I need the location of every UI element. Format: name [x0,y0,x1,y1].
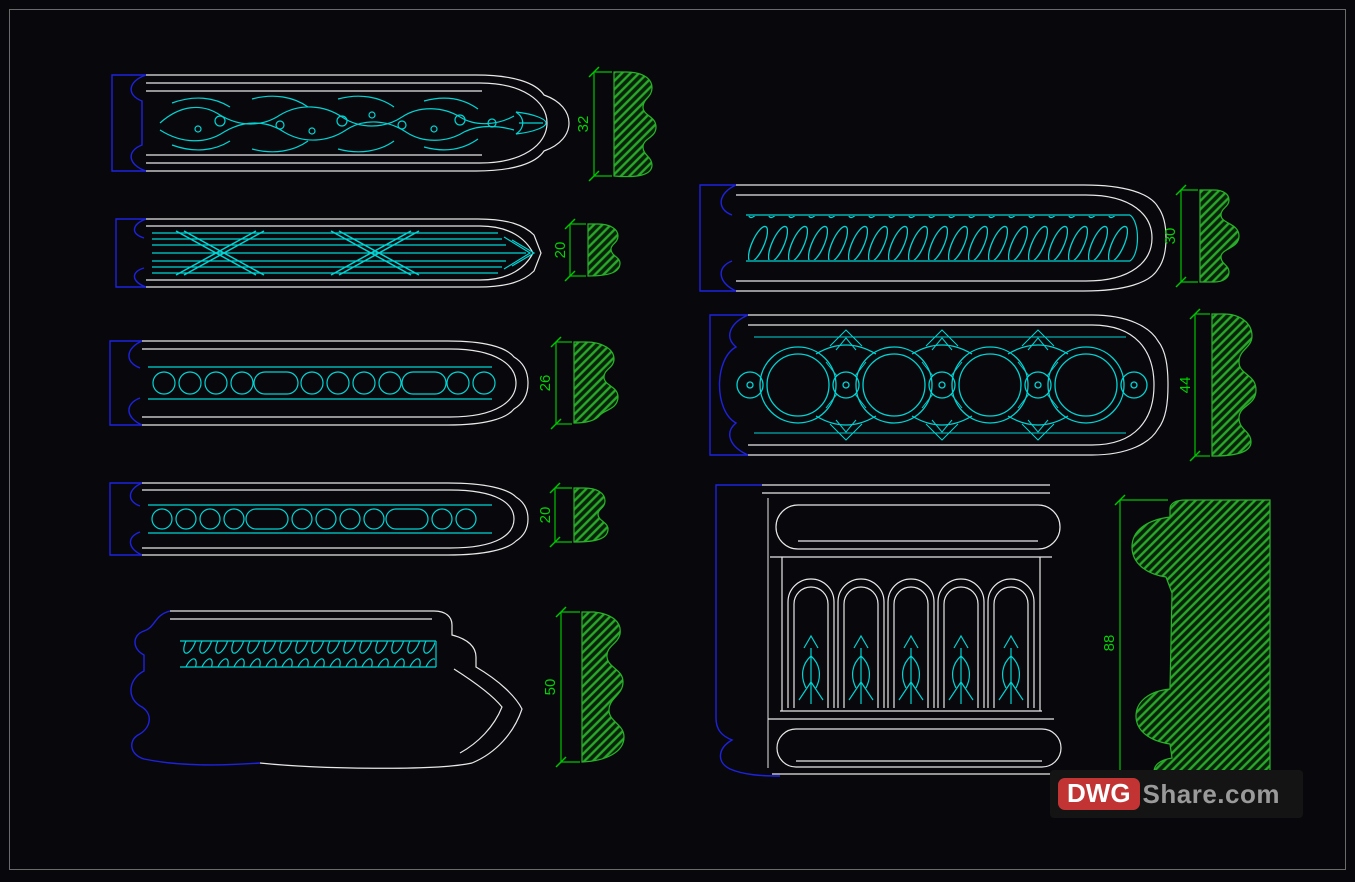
molding-elevation-rope-band [688,178,1167,298]
cross-section-20a: 20 [552,216,634,290]
molding-elevation-guilloche [698,306,1169,464]
dimension-label: 26 [537,375,554,392]
molding-outline [142,482,529,556]
dimension-label: 20 [552,242,569,259]
molding-elevation-cross-ribbon [106,214,542,292]
molding-elevation-bead-chain-narrow [100,478,529,560]
molding-outline [748,314,1169,456]
cross-section-26: 26 [537,334,634,434]
cross-section-shape [573,487,609,543]
molding-elevation-rope-crown [118,604,542,778]
dimension-line [588,66,612,182]
molding-elevation-bead-chain [100,336,529,430]
molding-outline [762,484,1062,775]
cross-section-30: 30 [1162,182,1268,298]
bead-ornament [148,366,496,400]
dimension-label: 44 [1177,377,1194,394]
cross-section-88: 88 [1100,490,1276,802]
molding-elevation-leaf-scroll [100,68,570,180]
dimension-line [555,606,580,768]
cross-section-32: 32 [575,62,670,186]
dimension-label: 30 [1162,228,1179,245]
end-cap [109,340,143,426]
bead-ornament [148,504,492,534]
cross-section-shape [1131,499,1271,787]
cross-section-44: 44 [1177,304,1274,466]
cross-section-shape [587,223,621,277]
guilloche-ornament [736,329,1148,441]
dimension-label: 20 [537,507,554,524]
cross-section-20b: 20 [537,480,624,558]
end-cap [715,484,781,777]
end-cap [109,482,143,556]
end-cap [111,74,147,172]
molding-outline [736,184,1167,292]
dimension-line [1189,308,1210,462]
ribbon-ornament [152,230,536,276]
rope-ornament [746,214,1139,262]
dimension-label: 32 [575,116,592,133]
end-cap [115,218,147,288]
dimension-line [564,218,586,282]
watermark-suffix-label: Share.com [1142,778,1280,809]
dimension-label: 88 [1101,635,1118,652]
cross-section-shape [1199,189,1240,283]
watermark-dwgshare[interactable]: DWG Share.com [1050,770,1303,818]
dimension-line [549,482,572,548]
cross-section-shape [581,611,625,763]
end-cap [130,610,261,766]
end-cap [699,184,737,292]
dimension-line [550,336,572,430]
watermark-dwg-badge: DWG [1058,777,1140,811]
leaf-ornament [159,95,547,153]
cross-section-50: 50 [542,602,646,776]
cross-section-shape [573,341,619,424]
rope-ornament [180,640,437,668]
cross-section-shape [613,71,657,178]
dimension-line [1175,184,1198,288]
molding-outline [146,74,570,172]
molding-outline [142,340,529,426]
cross-section-shape [1211,313,1257,457]
molding-outline [170,610,523,769]
dimension-label: 50 [542,679,559,696]
molding-elevation-arched-panel [702,478,1104,778]
drawing-border-frame [9,9,1346,870]
end-cap [709,314,749,456]
palmette-ornament [798,634,1024,704]
